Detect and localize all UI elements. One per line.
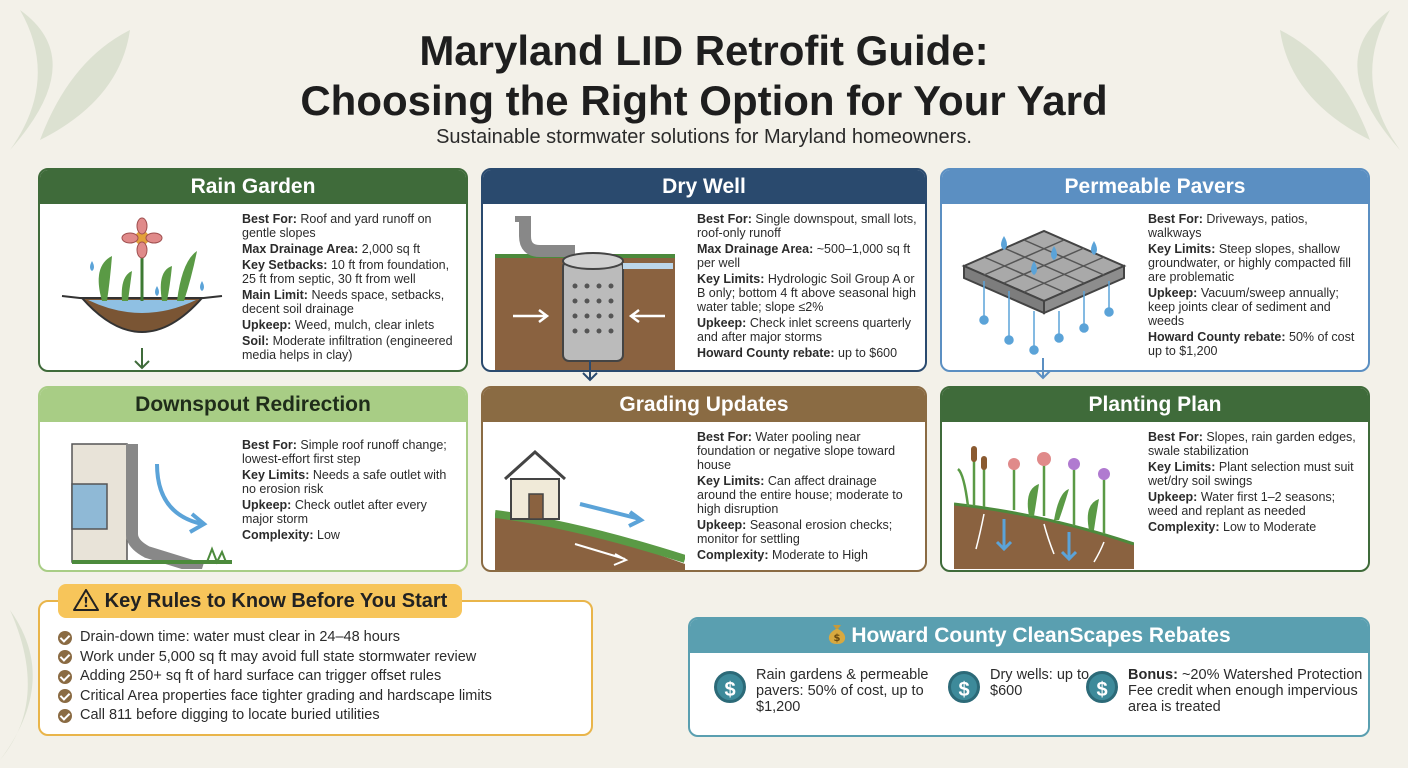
detail-row: Key Limits: Steep slopes, shallow ground…	[1148, 242, 1351, 284]
key-rules-title: ! Key Rules to Know Before You Start	[58, 584, 462, 618]
rebate-item: $ Dry wells: up to $600	[948, 667, 1098, 703]
card-grading-updates: Grading Updates Best For: Water pooling …	[481, 386, 927, 572]
detail-row: Complexity: Low to Moderate	[1148, 520, 1317, 534]
detail-row: Max Drainage Area: 2,000 sq ft	[242, 242, 421, 256]
arrow-down-icon	[1035, 358, 1051, 380]
detail-row: Key Limits: Can affect drainage around t…	[697, 474, 903, 516]
key-rules-panel	[38, 600, 593, 736]
card-permeable-pavers: Permeable Pavers	[940, 168, 1370, 372]
downspout-icon	[71, 443, 232, 569]
check-icon	[58, 650, 72, 665]
warning-icon: !	[72, 589, 99, 611]
list-item: Drain-down time: water must clear in 24–…	[58, 628, 578, 648]
card-rain-garden: Rain Garden Best For: Roof and yard runo…	[38, 168, 468, 372]
card-details: Best For: Slopes, rain garden edges, swa…	[1148, 430, 1360, 536]
detail-row: Key Limits: Needs a safe outlet with no …	[242, 468, 447, 496]
check-icon	[58, 689, 72, 704]
detail-row: Best For: Single downspout, small lots, …	[697, 212, 917, 240]
detail-row: Upkeep: Check inlet screens quarterly an…	[697, 316, 911, 344]
check-icon	[58, 630, 72, 645]
detail-row: Upkeep: Weed, mulch, clear inlets	[242, 318, 435, 332]
detail-row: Main Limit: Needs space, setbacks, decen…	[242, 288, 445, 316]
card-title: Planting Plan	[942, 388, 1368, 422]
detail-row: Max Drainage Area: ~500–1,000 sq ft per …	[697, 242, 911, 270]
rebates-title: $ Howard County CleanScapes Rebates	[690, 619, 1368, 653]
card-details: Best For: Single downspout, small lots, …	[697, 212, 917, 362]
detail-row: Soil: Moderate infiltration (engineered …	[242, 334, 453, 362]
money-bag-icon: $	[829, 625, 846, 644]
detail-row: Complexity: Low	[242, 528, 340, 542]
leaf-decoration-icon	[1280, 10, 1400, 150]
detail-row: Upkeep: Water first 1–2 seasons; weed an…	[1148, 490, 1336, 518]
check-icon	[58, 708, 72, 723]
detail-row: Howard County rebate: up to $600	[697, 346, 898, 360]
leaf-decoration-icon	[0, 610, 33, 760]
dollar-icon: $	[1086, 671, 1118, 703]
card-dry-well: Dry Well Best For: Single downspout, sma…	[481, 168, 927, 372]
planting-plan-icon	[954, 446, 1134, 569]
svg-text:!: !	[83, 596, 89, 611]
card-title: Permeable Pavers	[942, 170, 1368, 204]
card-title: Rain Garden	[40, 170, 466, 204]
detail-row: Best For: Simple roof runoff change; low…	[242, 438, 447, 466]
card-title: Grading Updates	[483, 388, 925, 422]
card-downspout-redirection: Downspout Redirection Best For: Simple r…	[38, 386, 468, 572]
detail-row: Best For: Slopes, rain garden edges, swa…	[1148, 430, 1356, 458]
rebates-panel: $ Howard County CleanScapes Rebates $ Ra…	[688, 617, 1370, 737]
detail-row: Upkeep: Vacuum/sweep annually; keep join…	[1148, 286, 1339, 328]
detail-row: Best For: Driveways, patios, walkways	[1148, 212, 1308, 240]
rebate-item: $ Bonus: ~20% Watershed Protection Fee c…	[1086, 667, 1366, 715]
card-details: Best For: Simple roof runoff change; low…	[242, 438, 458, 544]
page-title: Maryland LID Retrofit Guide: Choosing th…	[300, 27, 1108, 124]
dry-well-icon	[495, 216, 675, 370]
detail-row: Best For: Water pooling near foundation …	[697, 430, 896, 472]
list-item: Adding 250+ sq ft of hard surface can tr…	[58, 667, 578, 687]
check-icon	[58, 669, 72, 684]
card-title: Downspout Redirection	[40, 388, 466, 422]
arrow-down-icon	[582, 360, 598, 382]
detail-row: Complexity: Moderate to High	[697, 548, 868, 562]
dollar-icon: $	[948, 671, 980, 703]
leaf-decoration-icon	[10, 10, 130, 150]
card-title: Dry Well	[483, 170, 925, 204]
arrow-down-icon	[134, 348, 150, 370]
detail-row: Key Limits: Plant selection must suit we…	[1148, 460, 1354, 488]
svg-text:$: $	[834, 633, 841, 644]
detail-row: Key Setbacks: 10 ft from foundation, 25 …	[242, 258, 450, 286]
card-details: Best For: Water pooling near foundation …	[697, 430, 917, 564]
list-item: Critical Area properties face tighter gr…	[58, 687, 578, 707]
card-planting-plan: Planting Plan	[940, 386, 1370, 572]
page-subtitle: Sustainable stormwater solutions for Mar…	[436, 126, 972, 148]
list-item: Call 811 before digging to locate buried…	[58, 706, 578, 726]
card-details: Best For: Driveways, patios, walkways Ke…	[1148, 212, 1360, 360]
dollar-icon: $	[714, 671, 746, 703]
rain-garden-icon	[61, 217, 223, 333]
card-details: Best For: Roof and yard runoff on gentle…	[242, 212, 458, 364]
detail-row: Howard County rebate: 50% of cost up to …	[1148, 330, 1355, 358]
detail-row: Upkeep: Check outlet after every major s…	[242, 498, 427, 526]
detail-row: Best For: Roof and yard runoff on gentle…	[242, 212, 432, 240]
rebate-item: $ Rain gardens & permeable pavers: 50% o…	[714, 667, 934, 715]
list-item: Work under 5,000 sq ft may avoid full st…	[58, 648, 578, 668]
key-rules-list: Drain-down time: water must clear in 24–…	[58, 628, 578, 726]
detail-row: Upkeep: Seasonal erosion checks; monitor…	[697, 518, 893, 546]
detail-row: Key Limits: Hydrologic Soil Group A or B…	[697, 272, 916, 314]
grading-house-icon	[495, 449, 685, 570]
permeable-pavers-icon	[961, 229, 1127, 355]
